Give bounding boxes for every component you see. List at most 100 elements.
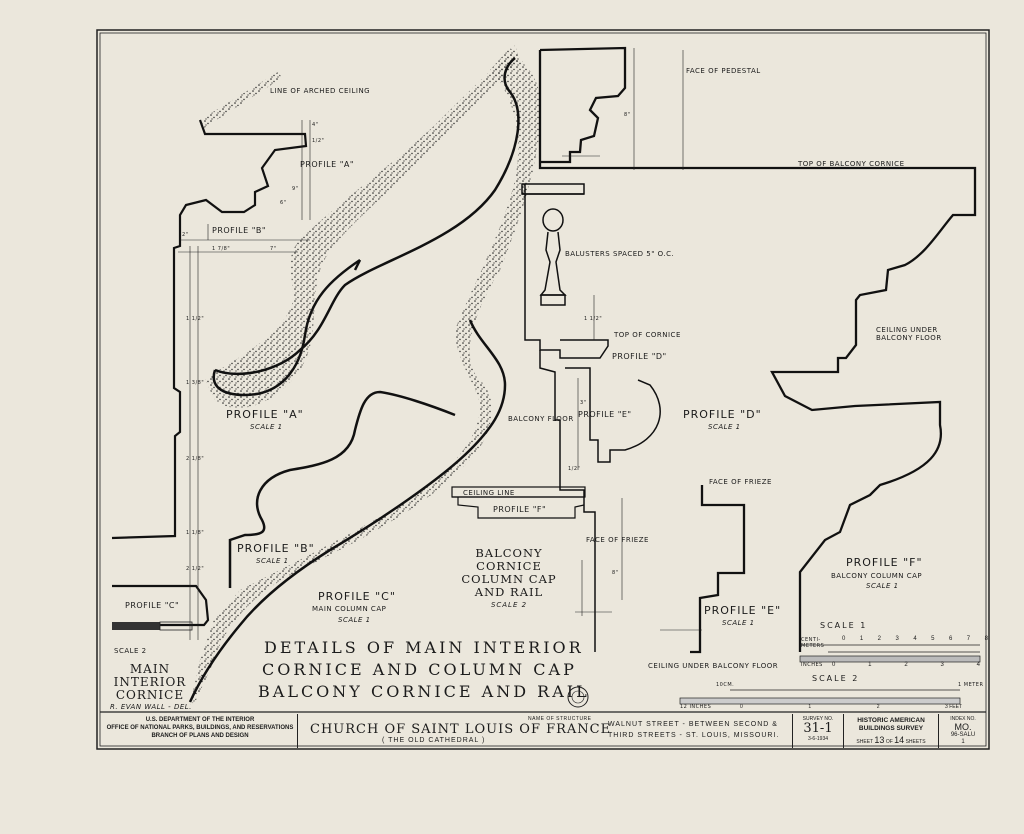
dm-label: 10CM. xyxy=(716,682,735,688)
structure-subname: ( THE OLD CATHEDRAL ) xyxy=(382,737,486,744)
delineator-credit: R. EVAN WALL - DEL. xyxy=(110,703,192,711)
feet-tick: 0 xyxy=(740,704,743,710)
survey-date: 3-6-1934 xyxy=(807,736,828,742)
location-block: WALNUT STREET - BETWEEN SECOND & THIRD S… xyxy=(608,719,779,741)
profile-e-title: PROFILE "E" xyxy=(704,604,782,617)
profile-b-title: PROFILE "B" xyxy=(237,542,315,555)
dim-label: 1 3/8" xyxy=(186,380,205,386)
survey-number: 31-1 xyxy=(803,721,833,736)
cm-tick: 2 xyxy=(877,636,881,642)
twelve-inches-label: 12 INCHES xyxy=(680,704,712,710)
sheet-number: 13 xyxy=(874,735,885,745)
arched-ceiling-band xyxy=(200,72,282,128)
scale2-label: SCALE 2 xyxy=(812,674,860,683)
note-ceiling-under-balcony-2: CEILING UNDER BALCONY FLOOR xyxy=(648,662,779,670)
feet-tick: 3 FEET xyxy=(945,704,962,710)
main-cornice-stub xyxy=(159,621,193,631)
heading-line-2: CORNICE AND COLUMN CAP xyxy=(262,660,577,679)
heading-line-1: DETAILS OF MAIN INTERIOR xyxy=(264,638,584,657)
dim-label: 1 1/2" xyxy=(584,316,603,322)
agency-line: OFFICE OF NATIONAL PARKS, BUILDINGS, AND… xyxy=(106,725,294,731)
dim-label: 2" xyxy=(182,232,189,238)
feet-ticks: 0 1 2 3 FEET xyxy=(740,704,962,710)
title-line-1: MAIN xyxy=(129,662,171,676)
profile-e-outline xyxy=(690,485,746,654)
main-cornice-scale: SCALE 2 xyxy=(114,647,147,655)
cm-tick: 8 xyxy=(984,636,988,642)
index-caption: INDEX NO. xyxy=(950,716,976,722)
outer-border xyxy=(96,29,990,750)
cm-label: CENTI- METERS xyxy=(801,637,825,649)
cm-tick: 4 xyxy=(913,636,917,642)
inch-tick: 2 xyxy=(904,662,908,668)
profile-c-subnote: MAIN COLUMN CAP xyxy=(312,605,387,613)
inch-tick: 0 xyxy=(832,662,836,668)
profile-c-title: PROFILE "C" xyxy=(318,590,396,603)
feet-tick: 1 xyxy=(808,704,812,710)
dim-label: 2 1/8" xyxy=(186,456,205,462)
sheet-total: 14 xyxy=(894,735,905,745)
heading-line-3: BALCONY CORNICE AND RAIL xyxy=(258,682,590,701)
profile-c-small-label: PROFILE "C" xyxy=(125,601,180,610)
profile-e-small-label: PROFILE "E" xyxy=(578,410,632,419)
habs-line: BUILDINGS SURVEY xyxy=(858,725,924,732)
profile-d-scale: SCALE 1 xyxy=(708,423,741,431)
note-face-pedestal: FACE OF PEDESTAL xyxy=(686,67,761,75)
location-line: THIRD STREETS - ST. LOUIS, MISSOURI. xyxy=(608,732,780,739)
cm-tick: 7 xyxy=(966,636,971,642)
sheets-word: SHEETS xyxy=(905,739,926,745)
cm-tick: 3 xyxy=(895,636,899,642)
profile-b-small-label: PROFILE "B" xyxy=(212,226,267,235)
note-ceiling-line: CEILING LINE xyxy=(463,489,515,497)
note-ceiling-under-balcony: CEILING UNDER BALCONY FLOOR xyxy=(876,326,942,342)
habs-seal xyxy=(567,686,589,708)
balcony-section-title: BALCONY CORNICE COLUMN CAP AND RAIL SCAL… xyxy=(443,547,575,612)
balcony-title-line-2: COLUMN CAP xyxy=(461,572,557,586)
index-sub: 96-SALU xyxy=(950,732,976,738)
profile-b-stipple xyxy=(205,45,520,409)
inch-tick: 1 xyxy=(868,662,872,668)
note-face-frieze-1: FACE OF FRIEZE xyxy=(709,478,772,486)
profile-a-title: PROFILE "A" xyxy=(226,408,304,421)
agency-line: BRANCH OF PLANS AND DESIGN xyxy=(151,733,249,739)
balcony-rail-drawing xyxy=(521,183,661,652)
sheet-count: SHEET 13 OF 14 SHEETS xyxy=(844,735,938,745)
meter-label: 1 METER xyxy=(958,682,984,688)
column-cap-profile-line xyxy=(188,57,520,703)
habs-line: HISTORIC AMERICAN xyxy=(857,717,925,724)
dim-label: 1/2" xyxy=(312,138,325,144)
dim-label: 4" xyxy=(312,122,319,128)
dim-label: 7" xyxy=(270,246,277,252)
note-top-cornice: TOP OF CORNICE xyxy=(614,331,681,339)
profile-f-title: PROFILE "F" xyxy=(846,556,923,569)
dim-label: 6" xyxy=(280,200,287,206)
cm-tick: 0 xyxy=(842,636,846,642)
scale1-label: SCALE 1 xyxy=(820,621,868,630)
sheet-label: SHEET xyxy=(856,739,874,745)
balcony-scale: SCALE 2 xyxy=(490,601,528,609)
profile-a-small-label: PROFILE "A" xyxy=(300,160,355,169)
dim-label: 3" xyxy=(580,400,587,406)
profile-a-scale: SCALE 1 xyxy=(250,423,283,431)
dim-label: 1 1/8" xyxy=(186,530,205,536)
dim-label: 1 7/8" xyxy=(212,246,231,252)
profile-e-scale: SCALE 1 xyxy=(722,619,755,627)
agency-block: U.S. DEPARTMENT OF THE INTERIOR OFFICE O… xyxy=(104,716,296,740)
title-line-2: INTERIOR xyxy=(113,675,187,689)
index-last: 1 xyxy=(961,739,965,745)
cm-tick: 6 xyxy=(948,636,953,642)
dim-label: 8" xyxy=(612,570,619,576)
note-balcony-floor: BALCONY FLOOR xyxy=(508,415,574,423)
profile-f-small-label: PROFILE "F" xyxy=(493,505,547,514)
name-caption: NAME OF STRUCTURE xyxy=(528,716,592,722)
dim-label: 1/2" xyxy=(568,466,581,472)
survey-cell: SURVEY NO. 31-1 3-6-1934 xyxy=(792,714,843,748)
structure-name-cell: NAME OF STRUCTURE CHURCH OF SAINT LOUIS … xyxy=(297,714,610,748)
balcony-title-line-1: BALCONY CORNICE xyxy=(475,546,543,573)
title-line-3: CORNICE xyxy=(115,688,185,702)
note-top-balcony-cornice: TOP OF BALCONY CORNICE xyxy=(798,160,905,168)
agency-line: U.S. DEPARTMENT OF THE INTERIOR xyxy=(145,717,255,723)
cm-ticks: 0 1 2 3 4 5 6 7 8 xyxy=(842,636,988,642)
sheet-heading: DETAILS OF MAIN INTERIOR CORNICE AND COL… xyxy=(258,637,590,703)
